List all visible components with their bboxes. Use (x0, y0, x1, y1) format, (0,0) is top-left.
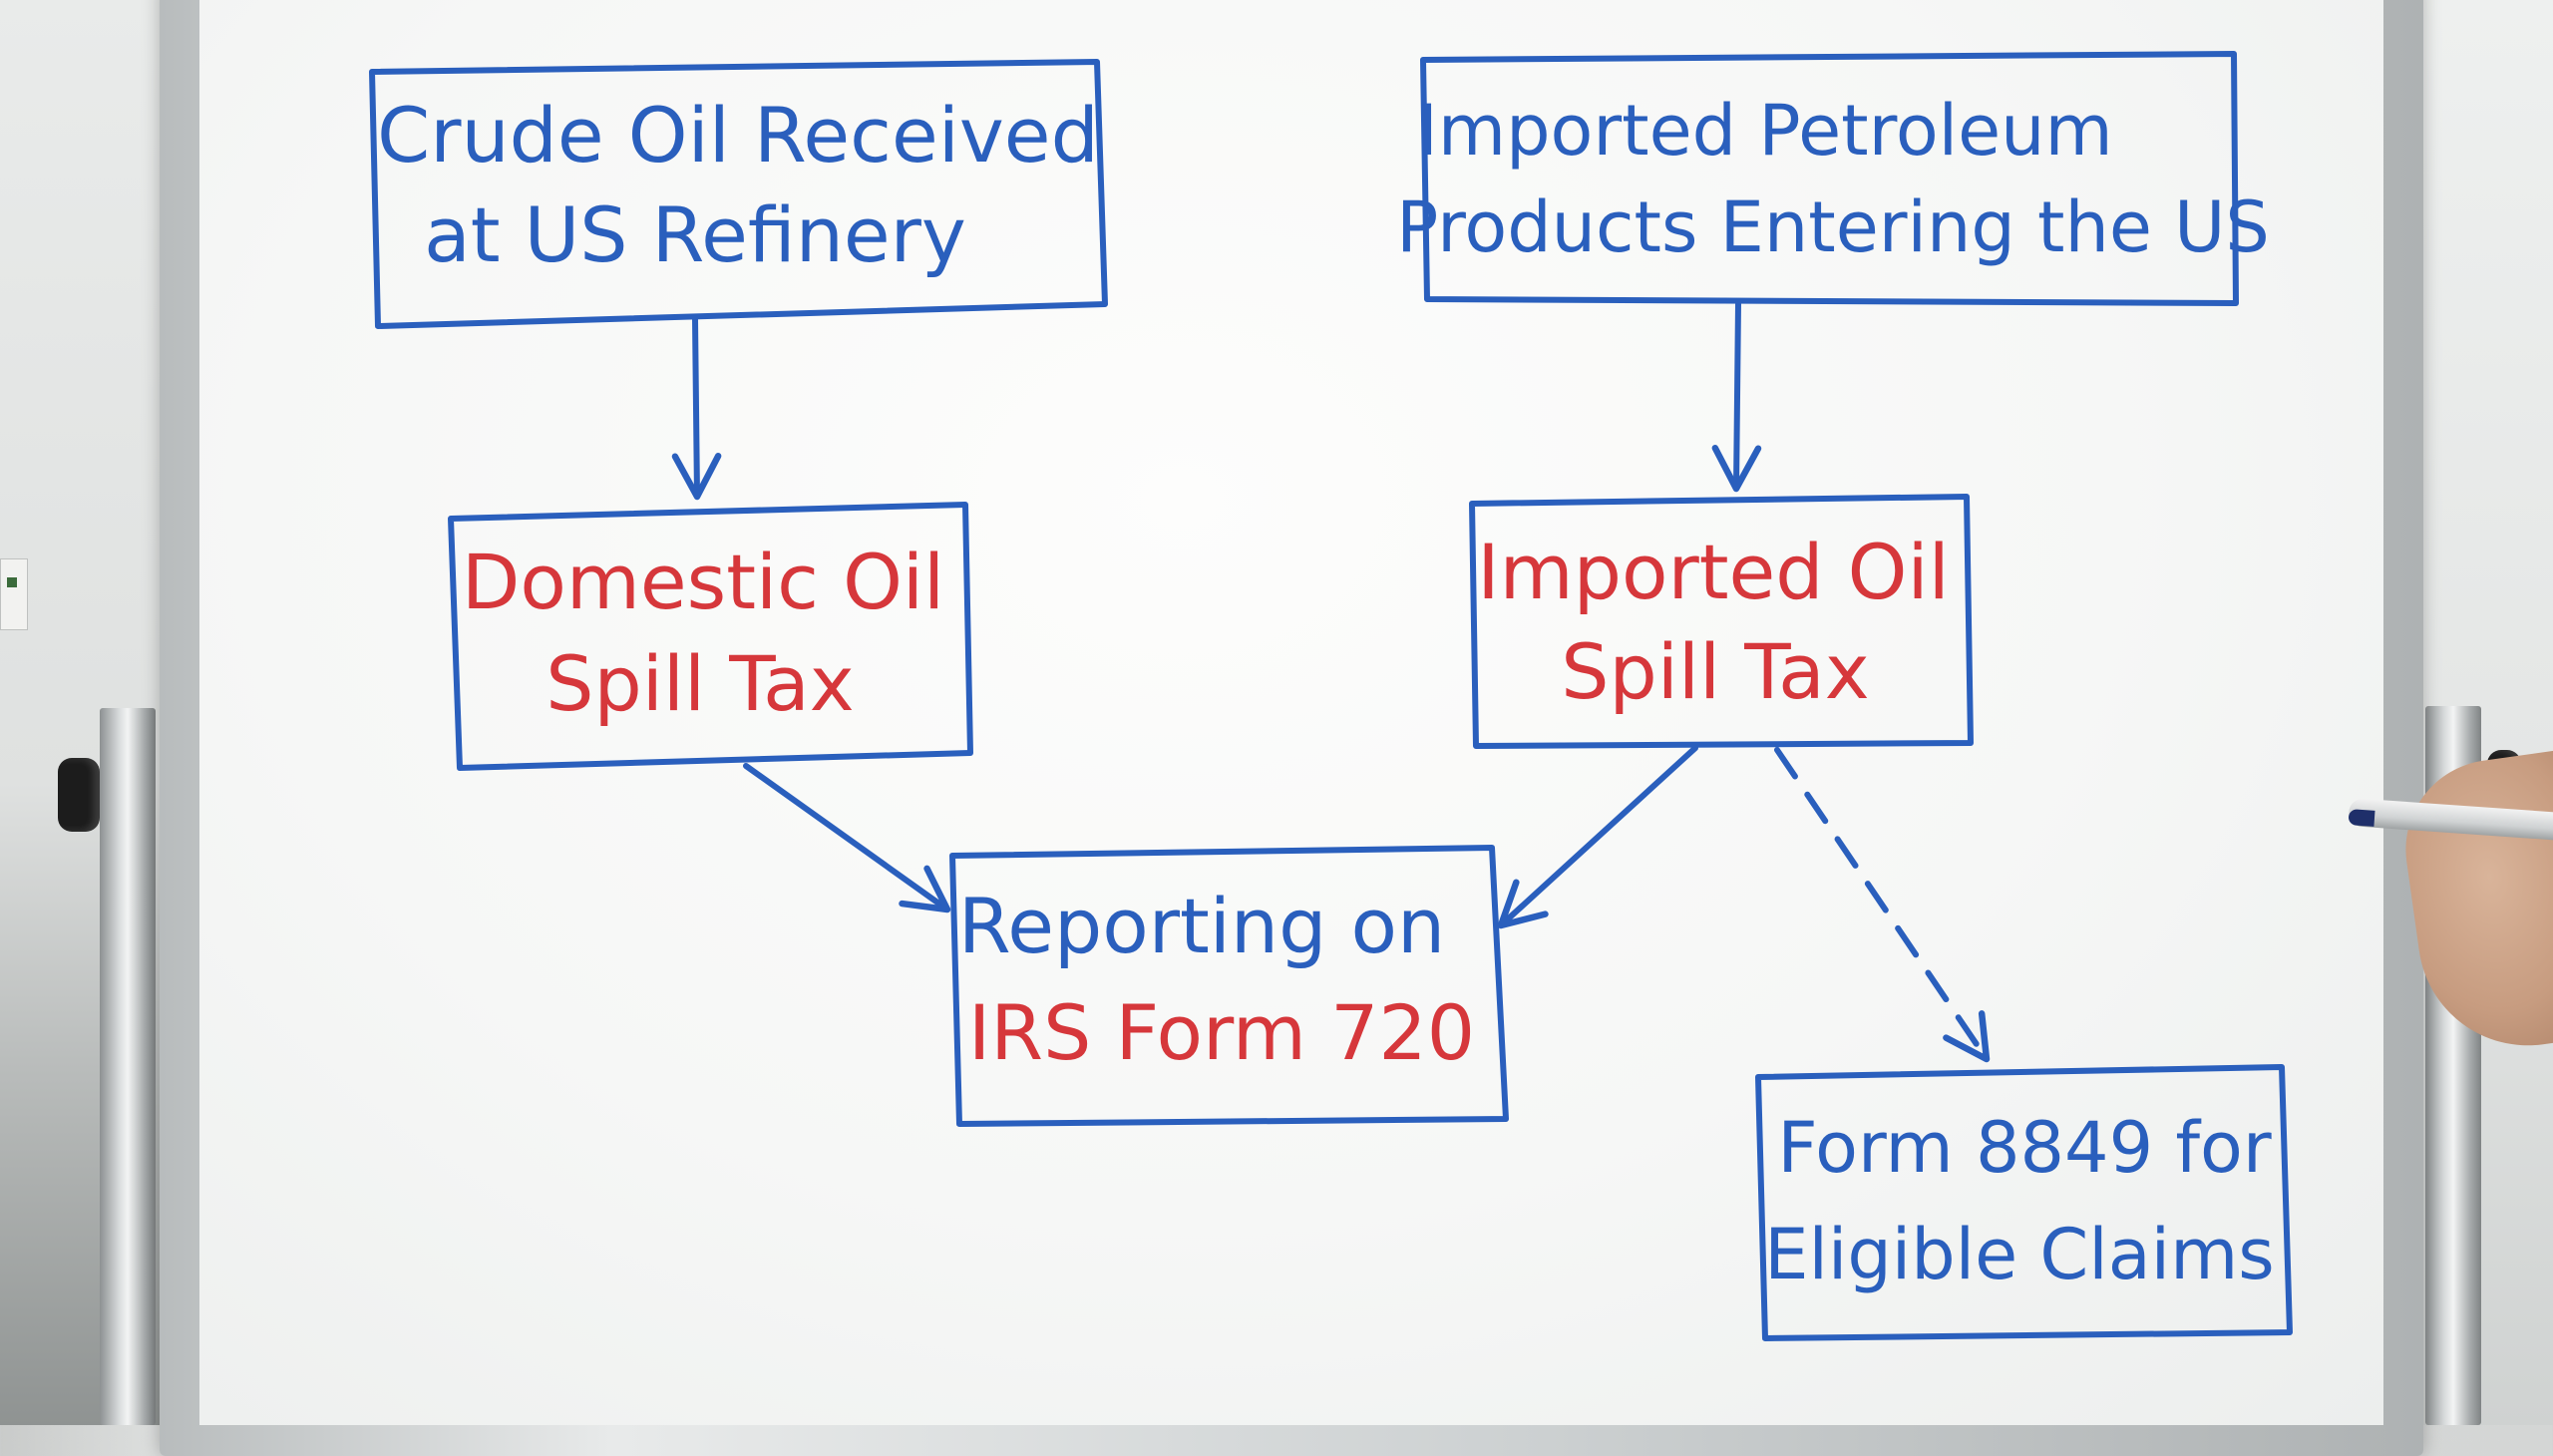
node-label-line-1: Imported Oil (1477, 528, 1949, 616)
node-box (1469, 494, 1974, 749)
node-label-line-2: Spill Tax (1561, 627, 1869, 716)
edge-crude-oil-to-domestic-tax (671, 316, 722, 501)
node-label-line-2: Eligible Claims (1764, 1214, 2275, 1295)
node-box (949, 845, 1509, 1127)
node-label-line-1: Imported Petroleum (1417, 90, 2112, 172)
node-domestic-tax: Domestic Oil Spill Tax (448, 502, 973, 771)
edge-imported-products-to-imported-tax (1711, 301, 1762, 493)
node-label-line-1: Reporting on (958, 882, 1445, 970)
wall-switch (0, 558, 28, 630)
node-crude-oil: Crude Oil Received at US Refinery (369, 59, 1108, 329)
board-stand-left (100, 708, 156, 1425)
node-form-8849: Form 8849 for Eligible Claims (1755, 1064, 2293, 1341)
node-label-line-1: Form 8849 for (1777, 1107, 2271, 1189)
node-box (448, 502, 973, 771)
node-box (1755, 1064, 2293, 1341)
whiteboard (199, 0, 2383, 1425)
node-box (1420, 51, 2239, 306)
node-form-720: Reporting on IRS Form 720 (949, 845, 1509, 1127)
node-label-line-2: Spill Tax (546, 639, 854, 728)
node-imported-products: Imported Petroleum Products Entering the… (1396, 51, 2270, 306)
node-label-line-1: Domestic Oil (462, 538, 944, 626)
marker-tip (2348, 809, 2375, 827)
node-label-line-2: at US Refinery (424, 190, 966, 279)
edge-domestic-tax-to-form-720 (743, 763, 951, 913)
stand-knob-left (58, 758, 100, 832)
switch-indicator (7, 577, 17, 587)
edge-imported-tax-to-form-8849 (1774, 747, 1991, 1063)
flow-diagram: Crude Oil Received at US Refinery Import… (369, 51, 2293, 1341)
node-label-line-2: IRS Form 720 (968, 988, 1475, 1077)
node-label-line-2: Products Entering the US (1396, 186, 2270, 268)
node-imported-tax: Imported Oil Spill Tax (1469, 494, 1974, 749)
edge-imported-tax-to-form-720 (1497, 745, 1698, 929)
node-label-line-1: Crude Oil Received (377, 91, 1099, 180)
edges (671, 301, 1991, 1063)
node-box (369, 59, 1108, 329)
